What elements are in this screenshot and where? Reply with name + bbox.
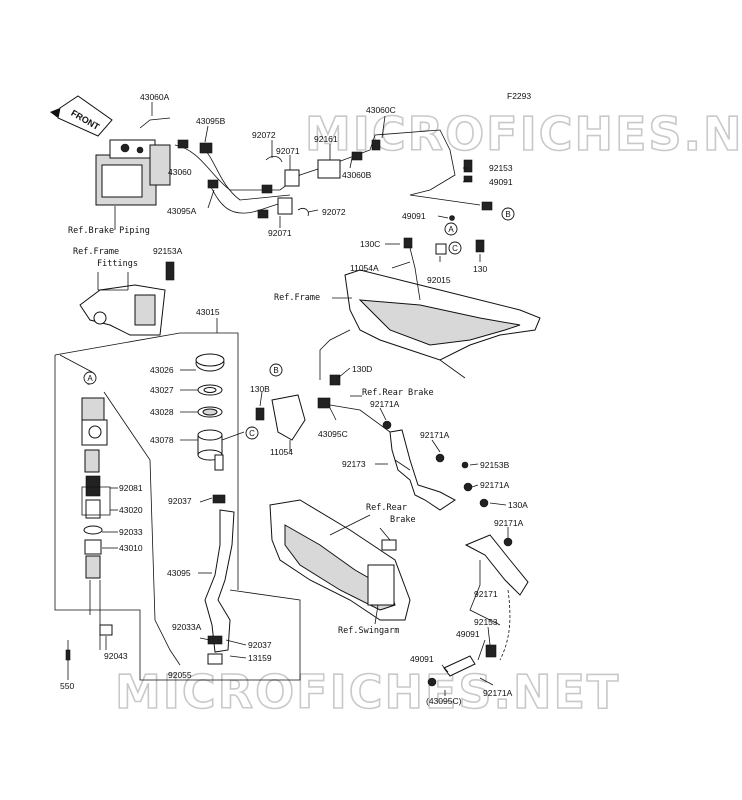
part-11054: 11054 bbox=[270, 447, 293, 457]
part-92037-b: 92037 bbox=[248, 640, 272, 650]
frame-fitting-drawing bbox=[79, 261, 175, 336]
figure-code: F2293 bbox=[507, 91, 531, 101]
part-92037-a: 92037 bbox=[168, 496, 192, 506]
part-92153-b: 92153 bbox=[474, 617, 498, 627]
part-43060C: 43060C bbox=[366, 105, 396, 115]
tag-b-mid: B bbox=[273, 366, 278, 375]
part-43015: 43015 bbox=[196, 307, 220, 317]
part-43026: 43026 bbox=[150, 365, 174, 375]
front-arrow-icon: FRONT bbox=[50, 95, 113, 137]
part-49091-b: 49091 bbox=[402, 211, 426, 221]
part-550: 550 bbox=[60, 681, 74, 691]
part-43078: 43078 bbox=[150, 435, 174, 445]
swingarm-drawing bbox=[269, 499, 411, 621]
part-43060B: 43060B bbox=[342, 170, 372, 180]
part-92071-a: 92071 bbox=[276, 146, 300, 156]
part-92015: 92015 bbox=[427, 275, 451, 285]
part-92153B: 92153B bbox=[480, 460, 510, 470]
part-11054A: 11054A bbox=[350, 263, 379, 273]
ref-rear-brake-2b: Brake bbox=[390, 515, 416, 525]
part-43010: 43010 bbox=[119, 543, 143, 553]
part-92033: 92033 bbox=[119, 527, 143, 537]
part-92161: 92161 bbox=[314, 134, 338, 144]
part-130D: 130D bbox=[352, 364, 372, 374]
part-92072-a: 92072 bbox=[252, 130, 276, 140]
part-92173: 92173 bbox=[342, 459, 366, 469]
part-49091-c: 49091 bbox=[456, 629, 480, 639]
part-43095A: 43095A bbox=[167, 206, 197, 216]
part-92153A: 92153A bbox=[153, 246, 183, 256]
part-92033A: 92033A bbox=[172, 622, 202, 632]
part-43060: 43060 bbox=[168, 167, 192, 177]
part-92153-a: 92153 bbox=[489, 163, 513, 173]
part-43095: 43095 bbox=[167, 568, 191, 578]
part-43095B: 43095B bbox=[196, 116, 226, 126]
part-92043: 92043 bbox=[104, 651, 128, 661]
part-92072-b: 92072 bbox=[322, 207, 346, 217]
part-43095C: 43095C bbox=[318, 429, 348, 439]
part-92171A-e: 92171A bbox=[483, 688, 513, 698]
part-43027: 43027 bbox=[150, 385, 174, 395]
ref-swingarm: Ref.Swingarm bbox=[338, 626, 399, 636]
part-130C: 130C bbox=[360, 239, 380, 249]
master-cylinder-drawing bbox=[65, 397, 113, 668]
part-130A: 130A bbox=[508, 500, 528, 510]
tag-b-top: B bbox=[505, 210, 510, 219]
tag-a-top: A bbox=[448, 225, 454, 234]
part-92171A-c: 92171A bbox=[480, 480, 510, 490]
ref-frame: Ref.Frame bbox=[274, 293, 320, 303]
ref-frame-fittings-2: Fittings bbox=[97, 259, 138, 269]
part-92171A-a: 92171A bbox=[370, 399, 400, 409]
tag-a-left: A bbox=[87, 374, 93, 383]
part-43020: 43020 bbox=[119, 505, 143, 515]
part-92171: 92171 bbox=[474, 589, 498, 599]
part-92081: 92081 bbox=[119, 483, 143, 493]
part-130B: 130B bbox=[250, 384, 270, 394]
part-43095C-paren: (43095C) bbox=[426, 696, 462, 706]
part-43060A: 43060A bbox=[140, 92, 170, 102]
part-92171A-d: 92171A bbox=[494, 518, 524, 528]
part-92055: 92055 bbox=[168, 670, 192, 680]
tag-c-top: C bbox=[452, 244, 458, 253]
ref-frame-fittings-1: Ref.Frame bbox=[73, 247, 119, 257]
part-43028: 43028 bbox=[150, 407, 174, 417]
ref-brake-piping: Ref.Brake Piping bbox=[68, 226, 150, 236]
tag-c-left: C bbox=[249, 429, 255, 438]
part-92171A-b: 92171A bbox=[420, 430, 450, 440]
watermark-top: MICROFICHES.NET bbox=[305, 107, 742, 161]
part-130-a: 130 bbox=[473, 264, 487, 274]
ref-rear-brake: Ref.Rear Brake bbox=[362, 388, 434, 398]
part-49091-a: 49091 bbox=[489, 177, 513, 187]
part-13159: 13159 bbox=[248, 653, 272, 663]
reservoir-drawing bbox=[195, 353, 235, 665]
part-49091-d: 49091 bbox=[410, 654, 434, 664]
frame-drawing bbox=[319, 237, 541, 380]
watermark-bottom: MICROFICHES.NET bbox=[115, 665, 620, 719]
ref-rear-brake-2a: Ref.Rear bbox=[366, 503, 407, 513]
part-92071-b: 92071 bbox=[268, 228, 292, 238]
rear-brake-hose-drawing bbox=[255, 374, 529, 596]
abs-unit-drawing bbox=[95, 139, 171, 206]
